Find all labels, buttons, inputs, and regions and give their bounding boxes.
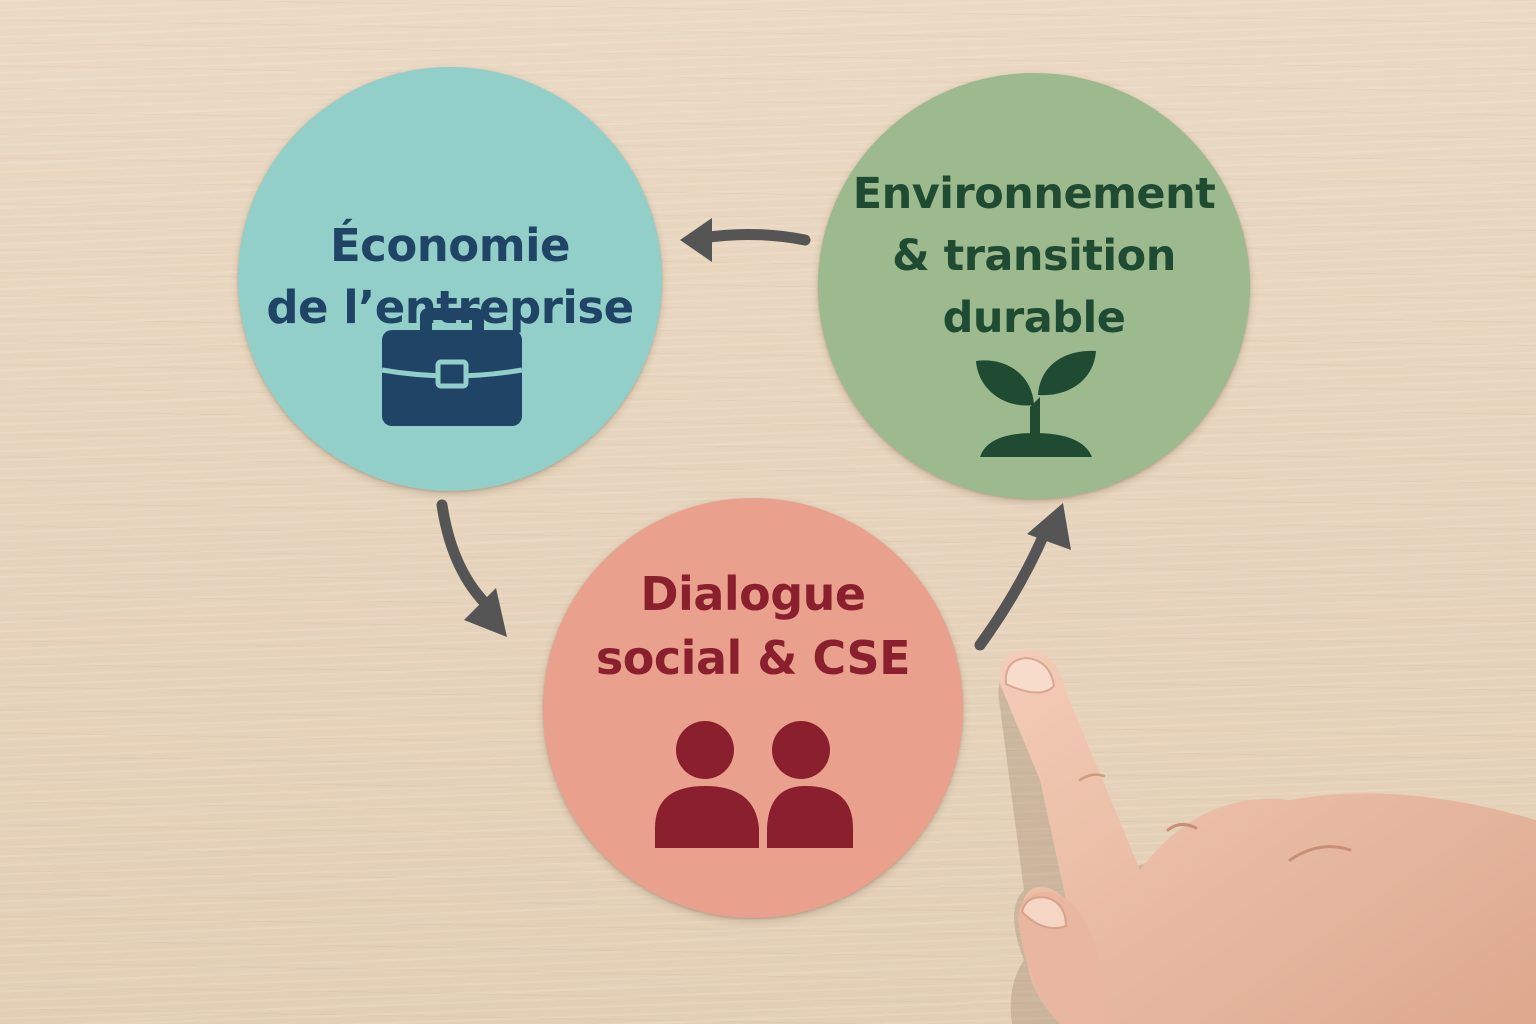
finger-crease <box>1078 773 1106 782</box>
environment-label-line-2: & transition <box>892 231 1176 281</box>
arrow-economy-to-social-head <box>464 588 507 637</box>
people-icon <box>655 721 853 848</box>
social-label: Dialogue social & CSE <box>543 562 963 690</box>
environment-node[interactable]: Environnement & transition durable <box>818 73 1250 499</box>
economy-label: Économie de l’entreprise <box>238 215 662 339</box>
knuckle-line-2 <box>1288 845 1352 862</box>
arrow-economy-to-social <box>436 499 496 614</box>
arrow-social-to-environment <box>974 526 1051 651</box>
sprout-icon <box>976 350 1096 457</box>
social-label-line-2: social & CSE <box>595 631 911 685</box>
economy-label-line-1: Économie <box>329 219 571 272</box>
arrow-environment-to-economy <box>696 228 811 246</box>
social-node[interactable]: Dialogue social & CSE <box>543 498 963 918</box>
thumb-nail <box>1020 896 1068 930</box>
arrow-environment-to-economy-head <box>680 218 712 262</box>
hand-shape <box>999 650 1536 1024</box>
environment-label-line-1: Environnement <box>852 169 1216 219</box>
fingernail <box>1004 656 1056 694</box>
economy-node[interactable]: Économie de l’entreprise <box>238 67 662 491</box>
social-label-line-1: Dialogue <box>640 567 866 621</box>
environment-label: Environnement & transition durable <box>818 163 1250 349</box>
economy-label-line-2: de l’entreprise <box>266 281 634 334</box>
arrow-social-to-environment-head <box>1027 503 1071 550</box>
briefcase-icon <box>381 308 523 426</box>
environment-label-line-3: durable <box>942 293 1126 343</box>
knuckle-line-1 <box>1166 823 1198 832</box>
